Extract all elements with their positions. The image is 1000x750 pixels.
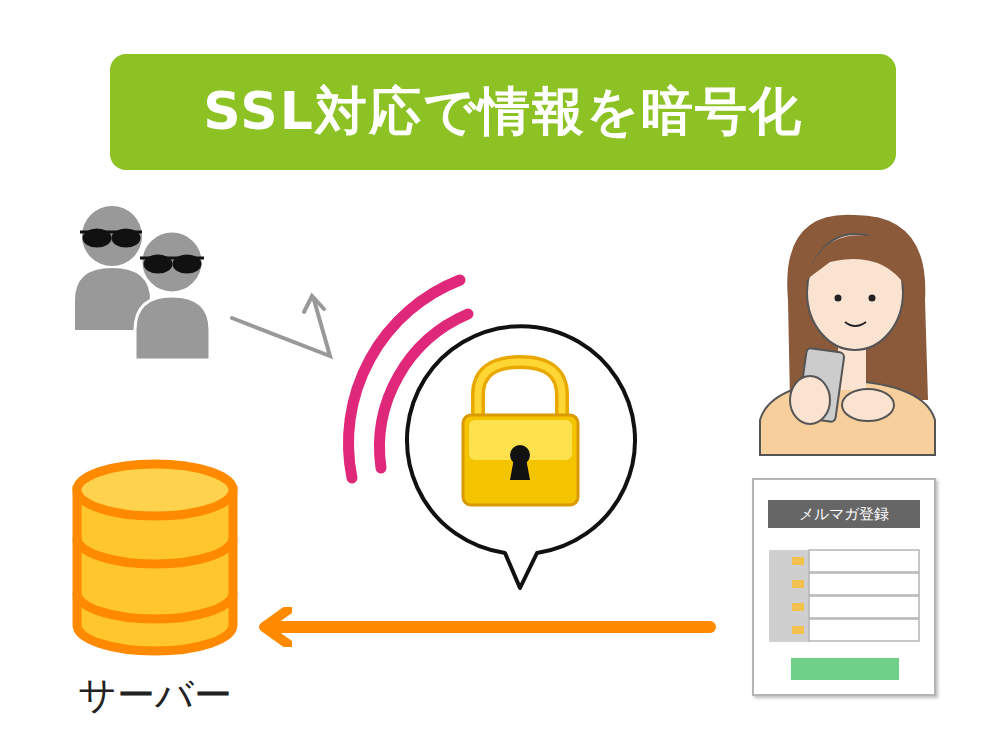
database-cylinder <box>60 455 250 665</box>
speech-bubble <box>407 326 635 588</box>
form-input <box>809 619 919 641</box>
hacker-figures <box>75 206 210 360</box>
form-required-mark <box>792 626 804 634</box>
title-text: SSL対応で情報を暗号化 <box>203 77 803 147</box>
data-flow-arrow <box>268 621 710 633</box>
form-required-mark <box>792 580 804 588</box>
sunglasses <box>80 230 204 272</box>
form-input <box>809 550 919 572</box>
form-required-mark <box>792 603 804 611</box>
form-title: メルマガ登録 <box>799 505 889 524</box>
padlock <box>463 362 578 505</box>
form-label-column <box>769 550 809 642</box>
form-node: メルマガ登録 <box>752 478 936 696</box>
title-banner: SSL対応で情報を暗号化 <box>110 54 896 170</box>
form-input <box>809 573 919 595</box>
submit-button <box>791 658 899 680</box>
form-input <box>809 596 919 618</box>
blocked-arrow <box>232 296 330 356</box>
cylinder-ring <box>77 593 233 619</box>
cylinder-ring <box>77 538 233 564</box>
server-node: サーバー <box>60 455 250 723</box>
form-header-bar: メルマガ登録 <box>768 500 920 528</box>
form-required-mark <box>792 557 804 565</box>
cylinder-top <box>77 464 233 516</box>
user-illustration <box>760 215 935 455</box>
server-label: サーバー <box>60 670 250 721</box>
